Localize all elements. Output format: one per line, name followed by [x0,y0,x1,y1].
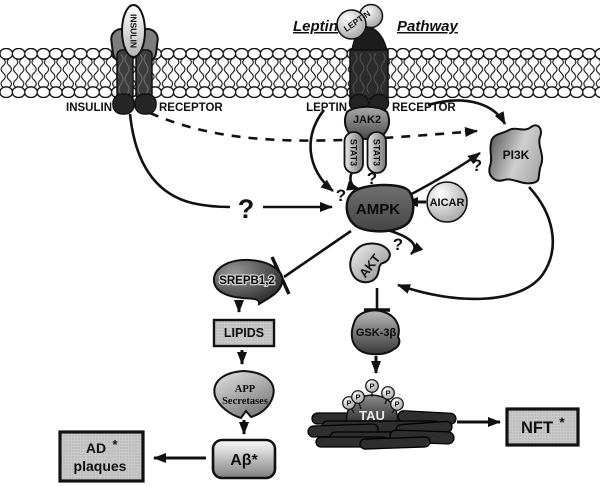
nft-box [505,407,580,447]
phospho-label: P [346,399,351,408]
ad-asterisk: * [112,437,118,452]
arrow-insulin-dashed-to-pi3k [149,111,478,142]
title-pathway-word: Pathway [397,18,459,35]
ad-label: AD [86,440,106,456]
insulin-receptor-foot-left [112,93,135,115]
cell-membrane [0,48,600,98]
leptin-receptor-tm-texture [352,52,386,94]
gsk3b-label: GSK-3β [356,327,397,339]
phospho-label: P [385,389,390,398]
leptin-receptor: LEPTIN LEPTIN RECEPTOR JAK2 STAT3 STAT3 [306,3,456,174]
leptin-ligand [336,9,367,40]
phospho-sites: P P P P P [342,379,404,411]
plaques-label: plaques [74,458,127,474]
pi3k-label: PI3K [503,148,530,162]
insulin-ligand [121,4,146,58]
ad-plaques-box [58,430,145,483]
title-leptin-word: Leptin [293,18,338,35]
insulin-receptor: INSULIN INSULIN RECEPTOR [66,4,223,115]
insulin-receptor-label: RECEPTOR [159,102,223,114]
microtubule-rods-front [307,420,455,450]
phospho-label: P [369,382,374,391]
question-mark-insulin-ampk: ? [238,194,255,224]
stat3-left-node [343,131,364,174]
question-mark-ampk-left: ? [336,186,346,205]
ampk-label: AMPK [356,201,400,218]
inhibit-ampk-srepb-line [283,229,352,279]
abeta-box [211,438,277,480]
question-mark-pi3k: ? [472,156,482,175]
pi3k-node [488,124,544,185]
arrow-pi3k-to-akt [397,186,555,301]
phospho-label: P [355,393,360,402]
arrow-leptin-to-ampk [309,109,334,193]
app-label-line1: APP [235,384,256,395]
srepb-node [212,258,284,306]
insulin-receptor-tm-texture [118,53,149,95]
nft-asterisk: * [559,414,565,430]
insulin-receptor-foot-right [134,93,157,115]
abeta-label: Aβ* [230,452,258,469]
gsk3b-node [350,309,401,356]
akt-node [349,242,391,284]
app-secretases-node [213,369,275,420]
gsk3b-label-text: GSK-3β [356,327,397,339]
insulin-label: INSULIN [66,102,112,114]
insulin-ligand-label: INSULIN [129,14,139,48]
lipids-label: LIPIDS [224,326,264,340]
stat3-right-node [366,131,387,174]
arrow-insulin-to-ampk-curve [128,113,231,209]
aicar-node [426,181,468,223]
ampk-node [345,183,415,233]
question-mark-ampk-top: ? [367,169,377,188]
stat3-left-label: STAT3 [349,139,359,166]
arrow-receptor-to-pi3k [427,99,507,125]
tau-complex: TAU P P P P P [307,379,457,450]
leptin-receptor-label: RECEPTOR [392,102,456,114]
phospho-label: P [394,400,399,409]
nft-label: NFT [521,419,553,437]
srepb-label: SREPB1,2 [219,275,275,287]
tau-label: TAU [359,408,385,423]
stat3-right-label: STAT3 [372,139,382,166]
aicar-label: AICAR [430,197,465,209]
lipids-box [212,318,276,348]
app-label-line2: Secretases [222,396,268,407]
jak2-label: JAK2 [353,114,381,126]
leptin-label: LEPTIN [306,102,347,114]
arrow-ampk-to-pi3k [405,151,481,199]
question-mark-akt: ? [393,235,403,254]
